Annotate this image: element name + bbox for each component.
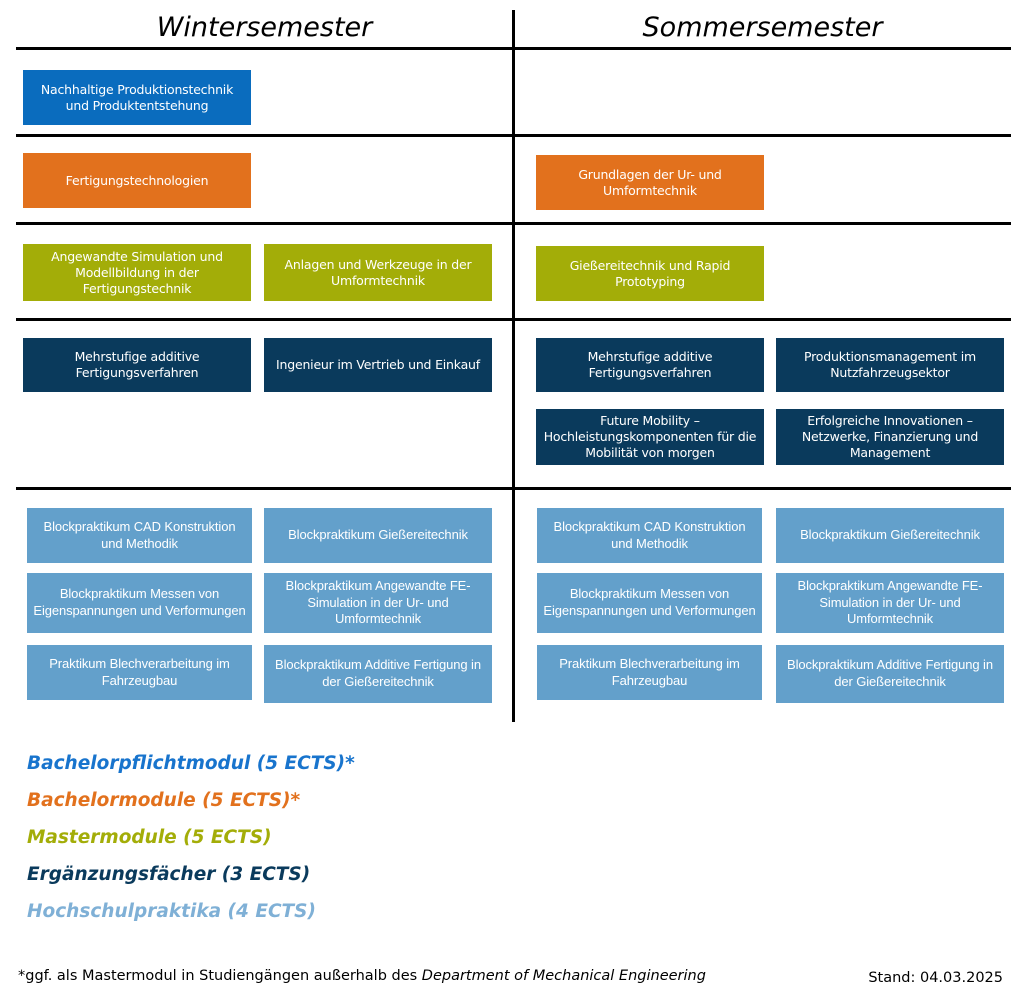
module-box-hochschulpraktikum-sommer-5[interactable]: Praktikum Blechverarbeitung im Fahrzeugb… (537, 645, 762, 700)
module-label: Blockpraktikum Gießereitechnik (800, 527, 980, 543)
legend-item-ergaenzungsfaecher: Ergänzungsfächer (3 ECTS) (27, 864, 311, 885)
module-box-hochschulpraktikum-winter-3[interactable]: Blockpraktikum Messen von Eigenspannunge… (27, 573, 252, 633)
legend-item-bachelorpflichtmodul: Bachelorpflichtmodul (5 ECTS)* (27, 753, 355, 774)
legend: Bachelorpflichtmodul (5 ECTS)* Bachelorm… (27, 745, 627, 930)
module-box-hochschulpraktikum-sommer-3[interactable]: Blockpraktikum Messen von Eigenspannunge… (537, 573, 762, 633)
module-box-bachelormodule-sommer-1[interactable]: Grundlagen der Ur- und Umformtechnik (536, 155, 764, 210)
module-box-hochschulpraktikum-winter-6[interactable]: Blockpraktikum Additive Fertigung in der… (264, 645, 492, 703)
module-box-bachelorpflichtmodul-winter-1[interactable]: Nachhaltige Produktionstechnik und Produ… (23, 70, 251, 125)
module-label: Angewandte Simulation und Modellbildung … (51, 248, 223, 296)
module-label: Blockpraktikum CAD Konstruktion und Meth… (553, 518, 746, 551)
module-box-hochschulpraktikum-winter-2[interactable]: Blockpraktikum Gießereitechnik (264, 508, 492, 563)
module-label: Anlagen und Werkzeuge in der Umformtechn… (284, 256, 472, 288)
module-box-ergaenzungsfach-sommer-1[interactable]: Mehrstufige additive Fertigungsverfahren (536, 338, 764, 392)
module-box-mastermodule-sommer-1[interactable]: Gießereitechnik und Rapid Prototyping (536, 246, 764, 301)
module-label: Blockpraktikum Additive Fertigung in der… (275, 657, 481, 689)
module-box-hochschulpraktikum-sommer-6[interactable]: Blockpraktikum Additive Fertigung in der… (776, 645, 1004, 703)
footnote: *ggf. als Mastermodul in Studiengängen a… (18, 968, 706, 984)
module-label: Fertigungstechnologien (65, 172, 209, 188)
module-box-hochschulpraktikum-winter-4[interactable]: Blockpraktikum Angewandte FE-Simulation … (264, 573, 492, 633)
module-label: Praktikum Blechverarbeitung im Fahrzeugb… (559, 655, 740, 688)
module-label: Blockpraktikum Additive Fertigung in der… (787, 657, 993, 689)
module-box-bachelormodule-winter-1[interactable]: Fertigungstechnologien (23, 153, 251, 208)
module-label: Future Mobility – Hochleistungskomponent… (543, 413, 757, 460)
column-divider (512, 10, 515, 722)
module-label: Blockpraktikum Messen von Eigenspannunge… (33, 586, 246, 618)
module-label: Blockpraktikum Messen von Eigenspannunge… (543, 586, 756, 618)
module-label: Mehrstufige additive Fertigungsverfahren (587, 349, 713, 380)
legend-item-hochschulpraktika: Hochschulpraktika (4 ECTS) (27, 901, 316, 922)
module-label: Erfolgreiche Innovationen – Netzwerke, F… (801, 413, 979, 460)
module-label: Nachhaltige Produktionstechnik und Produ… (40, 81, 234, 113)
module-box-mastermodule-winter-2[interactable]: Anlagen und Werkzeuge in der Umformtechn… (264, 244, 492, 301)
legend-item-bachelormodule: Bachelormodule (5 ECTS)* (27, 790, 301, 811)
module-box-hochschulpraktikum-sommer-4[interactable]: Blockpraktikum Angewandte FE-Simulation … (776, 573, 1004, 633)
footnote-text: *ggf. als Mastermodul in Studiengängen a… (18, 968, 422, 984)
module-label: Blockpraktikum Gießereitechnik (288, 527, 468, 543)
module-box-ergaenzungsfach-sommer-4[interactable]: Erfolgreiche Innovationen – Netzwerke, F… (776, 409, 1004, 465)
module-label: Blockpraktikum Angewandte FE-Simulation … (797, 578, 983, 627)
module-box-ergaenzungsfach-sommer-3[interactable]: Future Mobility – Hochleistungskomponent… (536, 409, 764, 465)
module-box-ergaenzungsfach-sommer-2[interactable]: Produktionsmanagement im Nutzfahrzeugsek… (776, 338, 1004, 392)
footnote-department: Department of Mechanical Engineering (421, 968, 706, 984)
legend-item-mastermodule: Mastermodule (5 ECTS) (27, 827, 272, 848)
module-box-hochschulpraktikum-sommer-2[interactable]: Blockpraktikum Gießereitechnik (776, 508, 1004, 563)
module-label: Gießereitechnik und Rapid Prototyping (569, 257, 731, 289)
module-box-hochschulpraktikum-sommer-1[interactable]: Blockpraktikum CAD Konstruktion und Meth… (537, 508, 762, 563)
module-label: Mehrstufige additive Fertigungsverfahren (74, 349, 200, 380)
module-label: Blockpraktikum CAD Konstruktion und Meth… (43, 518, 236, 551)
module-label: Praktikum Blechverarbeitung im Fahrzeugb… (49, 655, 230, 688)
module-label: Produktionsmanagement im Nutzfahrzeugsek… (804, 349, 976, 380)
module-box-hochschulpraktikum-winter-5[interactable]: Praktikum Blechverarbeitung im Fahrzeugb… (27, 645, 252, 700)
module-label: Blockpraktikum Angewandte FE-Simulation … (285, 578, 471, 627)
module-box-ergaenzungsfach-winter-1[interactable]: Mehrstufige additive Fertigungsverfahren (23, 338, 251, 392)
stand-date: Stand: 04.03.2025 (868, 970, 1003, 986)
module-label: Grundlagen der Ur- und Umformtechnik (578, 166, 722, 198)
module-box-mastermodule-winter-1[interactable]: Angewandte Simulation und Modellbildung … (23, 244, 251, 301)
column-heading-wintersemester: Wintersemester (156, 12, 373, 43)
column-heading-sommersemester: Sommersemester (642, 12, 883, 43)
module-box-hochschulpraktikum-winter-1[interactable]: Blockpraktikum CAD Konstruktion und Meth… (27, 508, 252, 563)
module-label: Ingenieur im Vertrieb und Einkauf (276, 357, 480, 372)
module-box-ergaenzungsfach-winter-2[interactable]: Ingenieur im Vertrieb und Einkauf (264, 338, 492, 392)
